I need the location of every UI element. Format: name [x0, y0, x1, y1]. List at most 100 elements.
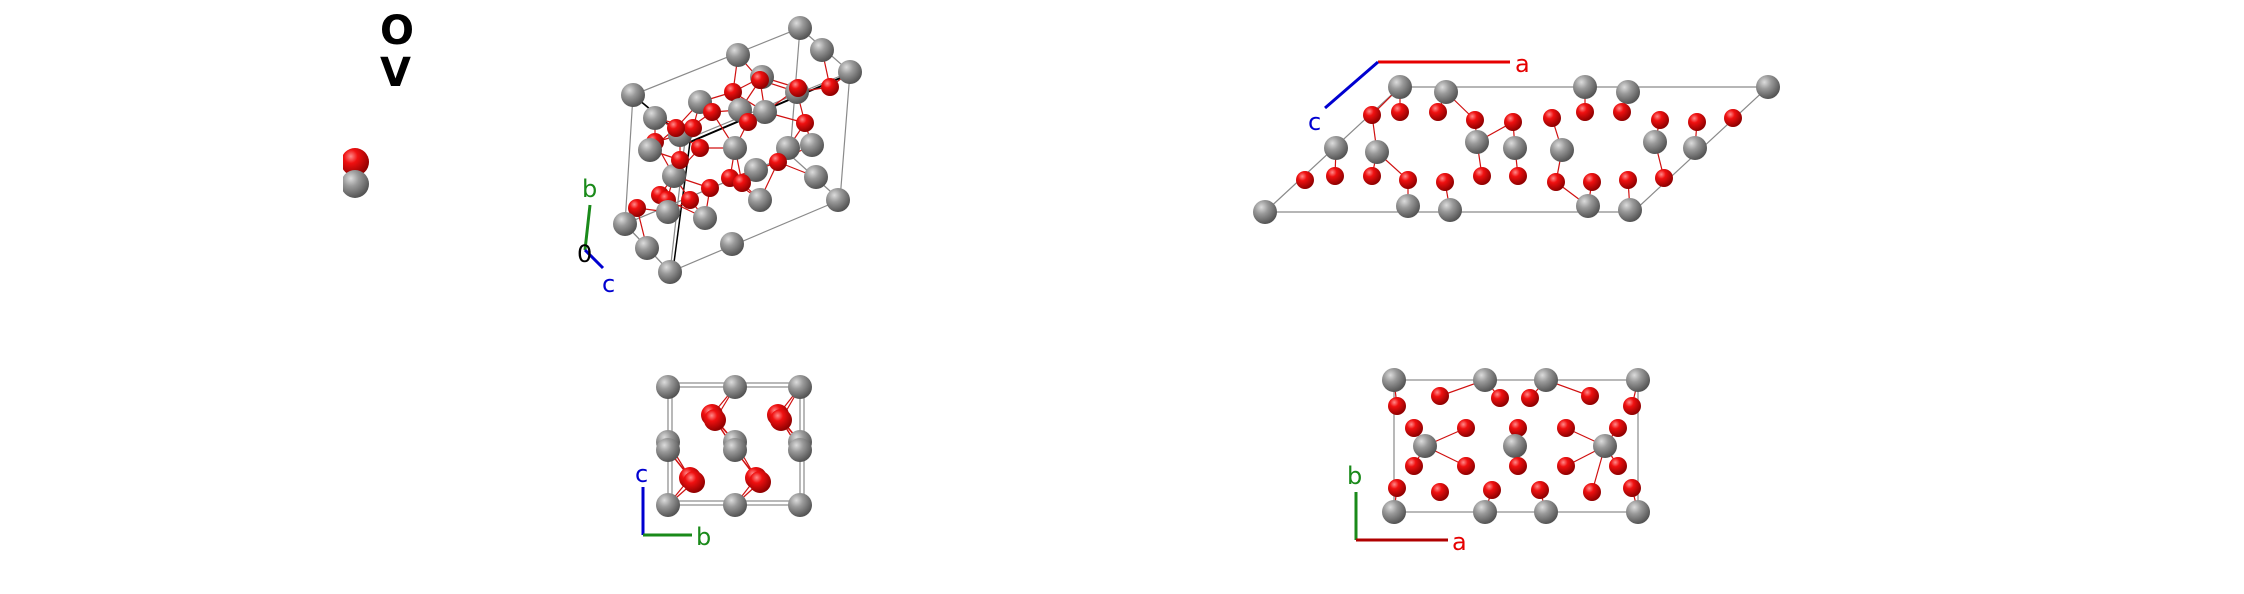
- vanadium-atom: [748, 188, 772, 212]
- oxygen-atom: [751, 71, 769, 89]
- vanadium-atom: [1616, 80, 1640, 104]
- vanadium-atom: [1396, 194, 1420, 218]
- oxygen-atom: [704, 409, 726, 431]
- oxygen-atom: [1509, 167, 1527, 185]
- oxygen-atom: [1581, 387, 1599, 405]
- oxygen-atom: [1583, 483, 1601, 501]
- oxygen-atom: [724, 83, 742, 101]
- oxygen-atom: [1509, 457, 1527, 475]
- vanadium-atom: [800, 133, 824, 157]
- vanadium-atom: [788, 493, 812, 517]
- oxygen-atom: [683, 471, 705, 493]
- vanadium-atom: [838, 60, 862, 84]
- vanadium-atom: [1253, 200, 1277, 224]
- vanadium-atom: [723, 136, 747, 160]
- vanadium-atom: [656, 493, 680, 517]
- vanadium-atom: [656, 375, 680, 399]
- axis-indicator-bottom-right: b a: [1347, 462, 1467, 556]
- b-axis-line: [583, 204, 592, 251]
- oxygen-atom: [1457, 419, 1475, 437]
- oxygen-atom: [1583, 173, 1601, 191]
- vanadium-atom: [826, 188, 850, 212]
- oxygen-atom: [739, 113, 757, 131]
- vanadium-atom: [1683, 136, 1707, 160]
- oxygen-atom: [1655, 169, 1673, 187]
- oxygen-atom: [1609, 457, 1627, 475]
- oxygen-atom: [1531, 481, 1549, 499]
- top-right-view: a c: [1253, 50, 1780, 224]
- vanadium-atom: [613, 212, 637, 236]
- vanadium-atom: [1382, 368, 1406, 392]
- oxygen-atom: [1609, 419, 1627, 437]
- vanadium-atom: [720, 232, 744, 256]
- origin-label: 0: [577, 240, 592, 268]
- vanadium-atom: [1438, 198, 1462, 222]
- oxygen-atom: [1473, 167, 1491, 185]
- perspective-view: b c 0: [577, 16, 862, 298]
- vanadium-atom: [753, 100, 777, 124]
- c-axis-label-2: c: [1308, 108, 1321, 136]
- vanadium-atom: [1382, 500, 1406, 524]
- c-axis-line: [583, 248, 605, 270]
- oxygen-atom: [1491, 389, 1509, 407]
- oxygen-atom: [1557, 419, 1575, 437]
- oxygen-atom: [1504, 113, 1522, 131]
- vanadium-atom: [635, 236, 659, 260]
- oxygen-atom: [1388, 397, 1406, 415]
- axis-indicator-top-right: a c: [1308, 50, 1530, 136]
- vanadium-atom: [788, 375, 812, 399]
- vanadium-atom: [638, 138, 662, 162]
- oxygen-atom: [770, 409, 792, 431]
- vanadium-atom: [1756, 75, 1780, 99]
- oxygen-atom: [1543, 109, 1561, 127]
- oxygen-atom: [821, 78, 839, 96]
- vanadium-atom: [723, 375, 747, 399]
- oxygen-atom: [769, 153, 787, 171]
- vanadium-atom: [726, 43, 750, 67]
- c-axis-line-2: [1324, 60, 1379, 110]
- vanadium-atom: [1626, 500, 1650, 524]
- vanadium-atom: [1576, 194, 1600, 218]
- oxygen-atom: [1651, 111, 1669, 129]
- oxygen-atom: [1619, 171, 1637, 189]
- oxygen-atom: [701, 179, 719, 197]
- oxygen-atom: [1388, 479, 1406, 497]
- b-axis-label-3: b: [696, 523, 711, 551]
- oxygen-atom: [1391, 103, 1409, 121]
- vanadium-atom: [1626, 368, 1650, 392]
- oxygen-atom: [671, 151, 689, 169]
- oxygen-atom: [1457, 457, 1475, 475]
- oxygen-atom: [1431, 387, 1449, 405]
- oxygen-atom: [789, 79, 807, 97]
- oxygen-atom: [749, 471, 771, 493]
- a-axis-label-4: a: [1452, 528, 1467, 556]
- b-axis-label: b: [582, 175, 597, 203]
- vanadium-atom: [621, 83, 645, 107]
- vanadium-atom: [1365, 140, 1389, 164]
- oxygen-atom: [1547, 173, 1565, 191]
- oxygen-atom: [1431, 483, 1449, 501]
- oxygen-atom: [1296, 171, 1314, 189]
- vanadium-atom: [658, 260, 682, 284]
- vanadium-atom: [656, 438, 680, 462]
- oxygen-atom: [1405, 457, 1423, 475]
- vanadium-atom: [723, 493, 747, 517]
- vanadium-atom: [1503, 434, 1527, 458]
- oxygen-atom: [628, 199, 646, 217]
- legend-vanadium-sphere: [341, 170, 369, 198]
- vanadium-atom: [1593, 434, 1617, 458]
- oxygen-atom: [1576, 103, 1594, 121]
- oxygen-atom: [1521, 389, 1539, 407]
- vanadium-atom: [1550, 138, 1574, 162]
- oxygen-atom: [1557, 457, 1575, 475]
- vanadium-atom: [693, 206, 717, 230]
- vanadium-atom: [723, 438, 747, 462]
- vanadium-atom: [1643, 130, 1667, 154]
- vanadium-atom: [788, 438, 812, 462]
- oxygen-atom: [681, 191, 699, 209]
- oxygen-atom: [1399, 171, 1417, 189]
- vanadium-atom: [1413, 434, 1437, 458]
- legend-oxygen-sphere: [341, 148, 369, 176]
- vanadium-atom: [656, 200, 680, 224]
